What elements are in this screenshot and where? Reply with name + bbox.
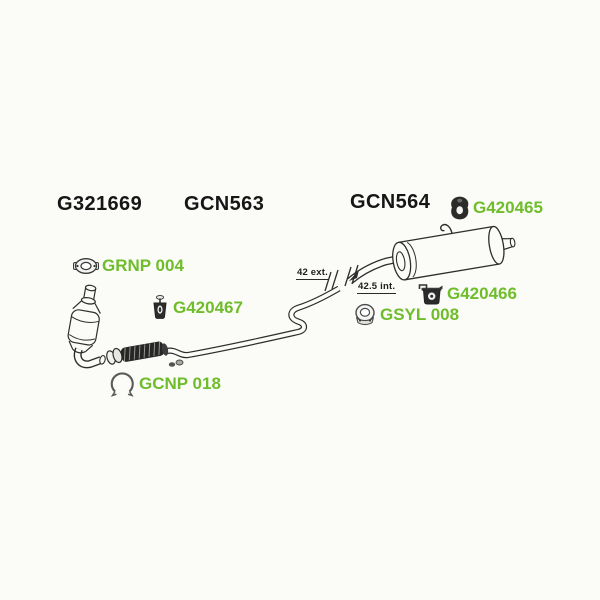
pipe-bracket: [168, 359, 184, 367]
direction-arrow: [349, 270, 359, 281]
rubber-hanger-icon: [449, 195, 470, 221]
middle-pipe: [166, 285, 341, 359]
hanger-hook: [440, 223, 453, 235]
olive-gasket-icon: [353, 303, 377, 327]
part-g420465: G420465: [449, 195, 543, 221]
flange-clamp-icon: [73, 255, 99, 277]
part-link-g420467[interactable]: G420467: [173, 297, 243, 317]
dimension-inner-42-5-int: 42.5 int.: [357, 281, 397, 294]
exhaust-clamp-icon: [418, 282, 444, 306]
flex-pipe: [106, 341, 169, 365]
rubber-mount-icon: [150, 295, 170, 320]
part-link-gsyl008[interactable]: GSYL 008: [380, 305, 460, 324]
catalytic-converter: [67, 284, 101, 354]
assembly-label-gcn563: GCN563: [184, 193, 265, 215]
dimension-outer-42-ext: 42 ext.: [296, 267, 329, 280]
tailpipe: [501, 237, 516, 251]
part-gsyl008: GSYL 008: [353, 303, 459, 327]
part-link-g420465[interactable]: G420465: [473, 198, 543, 217]
part-gcnp018: GCNP 018: [108, 370, 221, 398]
part-g420467: G420467: [150, 295, 243, 320]
part-g420466: G420466: [418, 282, 517, 306]
assembly-label-gcn564: GCN564: [350, 191, 431, 213]
assembly-label-g321669: G321669: [57, 193, 143, 215]
ring-clamp-icon: [108, 370, 136, 398]
part-link-grnp004[interactable]: GRNP 004: [102, 256, 184, 275]
part-grnp004: GRNP 004: [73, 255, 184, 277]
part-link-gcnp018[interactable]: GCNP 018: [139, 374, 221, 393]
catalyst-outlet-pipe: [73, 347, 106, 369]
part-link-g420466[interactable]: G420466: [447, 284, 517, 303]
pipe-joint-marks: [324, 264, 359, 292]
rear-silencer: [392, 225, 516, 281]
